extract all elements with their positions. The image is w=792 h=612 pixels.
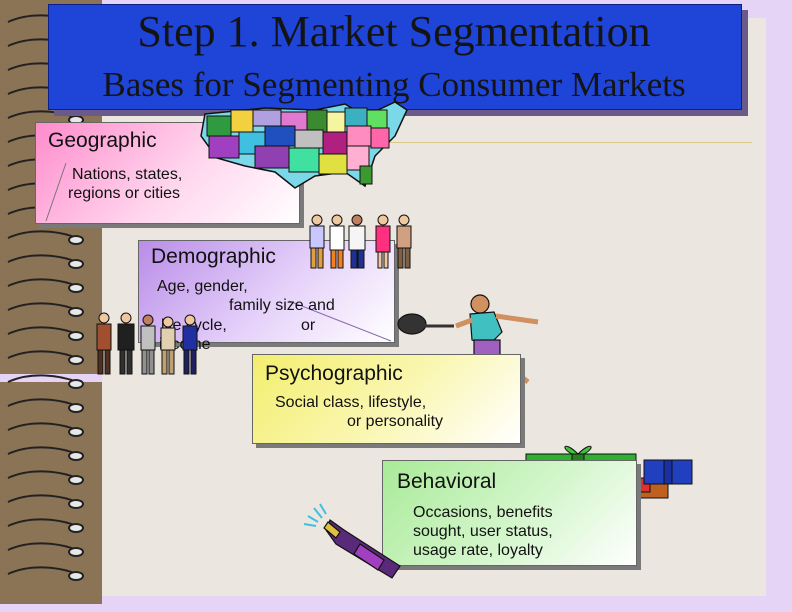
title-bar bbox=[48, 4, 742, 110]
diagonal-line bbox=[45, 162, 67, 222]
spiral-hole bbox=[68, 547, 84, 557]
geographic-title: Geographic bbox=[48, 129, 157, 152]
spiral-hole bbox=[68, 355, 84, 365]
spiral-hole bbox=[68, 307, 84, 317]
psychographic-title: Psychographic bbox=[265, 362, 403, 385]
behavioral-line-2: sought, user status, bbox=[413, 523, 553, 540]
notebook-spine-gap bbox=[0, 374, 102, 382]
spiral-hole bbox=[68, 427, 84, 437]
spiral-hole bbox=[68, 499, 84, 509]
psychographic-line-2: or personality bbox=[347, 413, 444, 430]
behavioral-title: Behavioral bbox=[397, 470, 497, 493]
behavioral-line-3: usage rate, loyalty bbox=[413, 542, 543, 559]
behavioral-line-1: Occasions, benefits bbox=[413, 504, 553, 521]
demographic-line-1: Age, gender, bbox=[157, 278, 248, 295]
demographic-line-4: or bbox=[301, 317, 316, 334]
slide-subtitle: Bases for Segmenting Consumer Markets bbox=[102, 65, 686, 104]
spiral-hole bbox=[68, 331, 84, 341]
spiral-hole bbox=[68, 403, 84, 413]
psychographic-line-1: Social class, lifestyle, bbox=[275, 394, 427, 411]
champagne-bottle-icon bbox=[303, 503, 401, 579]
spiral-hole bbox=[68, 571, 84, 581]
demographic-title: Demographic bbox=[151, 245, 276, 268]
spiral-hole bbox=[68, 379, 84, 389]
spiral-hole bbox=[68, 283, 84, 293]
people-group-icon bbox=[309, 214, 412, 269]
diagonal-line bbox=[288, 300, 392, 342]
geographic-line-2: regions or cities bbox=[68, 185, 181, 202]
spiral-hole bbox=[68, 523, 84, 533]
demographic-line-2: family size and bbox=[229, 297, 335, 314]
behavioral-card: Behavioral Occasions, benefits sought, u… bbox=[382, 460, 637, 566]
spiral-hole bbox=[68, 235, 84, 245]
slide-title: Step 1. Market Segmentation bbox=[137, 7, 651, 56]
us-map-icon bbox=[200, 101, 408, 189]
people-group-icon bbox=[96, 312, 198, 375]
spiral-hole bbox=[68, 259, 84, 269]
geographic-line-1: Nations, states, bbox=[72, 166, 183, 183]
divider-line bbox=[300, 142, 752, 143]
psychographic-card: Psychographic Social class, lifestyle, o… bbox=[252, 354, 521, 444]
spiral-hole bbox=[68, 475, 84, 485]
spiral-hole bbox=[68, 451, 84, 461]
